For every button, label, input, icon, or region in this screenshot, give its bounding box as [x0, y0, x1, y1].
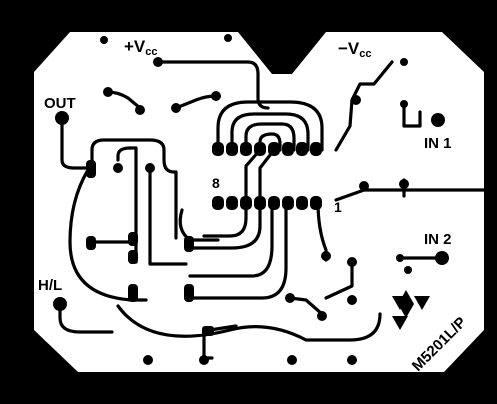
label-hl: H/L	[38, 277, 62, 294]
gnd-notch	[248, 32, 322, 70]
traces	[58, 60, 486, 360]
label-pin1: 1	[334, 199, 342, 215]
label-pin8: 8	[212, 175, 220, 191]
label-in2: IN 2	[424, 231, 452, 248]
label-out: OUT	[44, 95, 76, 112]
label-gnd: GND	[261, 37, 297, 54]
ic-pads	[212, 142, 322, 210]
label-vcc-pos: +Vcc	[124, 37, 158, 58]
mitsubishi-logo	[392, 290, 430, 330]
label-in1: IN 1	[424, 135, 452, 152]
component-pads	[53, 34, 449, 365]
label-vcc-neg: −Vcc	[338, 39, 372, 60]
